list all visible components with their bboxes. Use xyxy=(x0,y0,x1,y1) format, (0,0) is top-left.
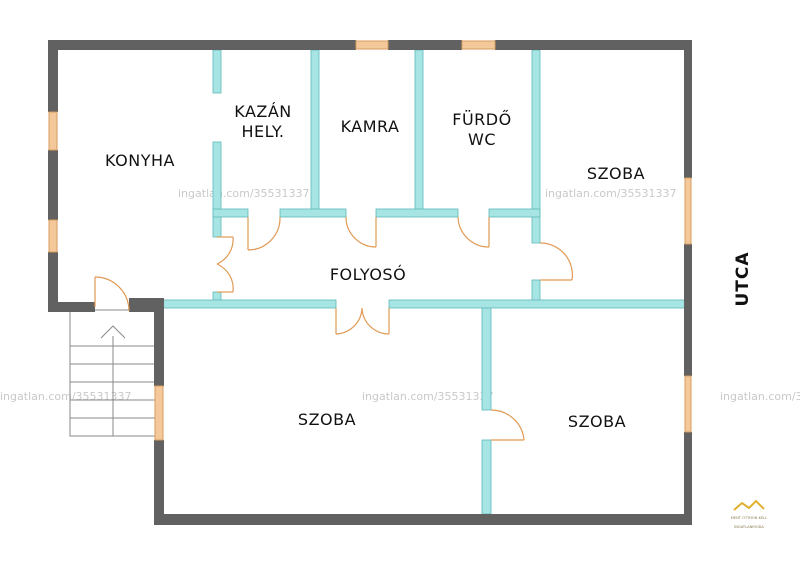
watermark: ingatlan.com/35531337 xyxy=(720,390,800,403)
wall-bedroom-divider-upper xyxy=(481,307,492,411)
wall-west-1 xyxy=(154,298,164,386)
wall-top-1 xyxy=(48,40,356,50)
window-szoba-west xyxy=(154,385,164,441)
wall-kazan-left-upper xyxy=(212,49,222,94)
wall-bedroom-divider-lower xyxy=(481,439,492,515)
room-labels: KONYHA KAZÁN HELY. KAMRA FÜRDŐ WC SZOBA … xyxy=(105,102,645,431)
door-szoba-bottom-right xyxy=(490,409,525,441)
door-kazan xyxy=(247,216,281,251)
wall-right-1 xyxy=(684,40,692,178)
wall-top-2 xyxy=(388,40,462,50)
window-konyha-1 xyxy=(48,111,58,151)
room-label-kamra: KAMRA xyxy=(341,117,400,136)
room-label-folyoso: FOLYOSÓ xyxy=(330,265,406,284)
door-corridor-double xyxy=(335,307,390,335)
wall-corridor-top-3 xyxy=(375,208,459,218)
window-szoba-east-2 xyxy=(684,375,692,433)
wall-west-2 xyxy=(154,440,164,525)
wall-top-3 xyxy=(495,40,692,50)
door-szoba-right-top xyxy=(539,242,573,281)
watermark: ingatlan.com/35531337 xyxy=(178,187,310,200)
doors xyxy=(94,216,573,441)
door-konyha-double xyxy=(216,236,234,293)
window-furdo xyxy=(461,40,496,50)
room-label-szoba-bottom-right: SZOBA xyxy=(568,412,626,431)
wall-bottom xyxy=(154,514,692,525)
room-label-kazan-2: HELY. xyxy=(241,122,284,141)
door-furdo xyxy=(457,216,490,248)
wall-corridor-top-2 xyxy=(279,208,347,218)
room-label-szoba-right-top: SZOBA xyxy=(587,164,645,183)
window-konyha-2 xyxy=(48,219,58,253)
window-szoba-east-1 xyxy=(684,177,692,245)
interior-walls xyxy=(162,49,686,515)
logo-name: MENT OTTHON KELL xyxy=(731,516,768,520)
house-roof-icon xyxy=(733,499,765,511)
watermarks: ingatlan.com/35531337 ingatlan.com/35531… xyxy=(0,187,800,403)
wall-corridor-bottom-left xyxy=(162,299,337,309)
wall-entry-left xyxy=(48,302,95,312)
window-kamra xyxy=(355,40,389,50)
watermark: ingatlan.com/35531337 xyxy=(362,390,494,403)
stair-arrow-icon xyxy=(100,325,126,339)
wall-left-2 xyxy=(48,150,58,220)
logo-subtitle: INGATLANIRODA xyxy=(734,525,764,529)
door-kamra xyxy=(345,216,377,248)
watermark: ingatlan.com/35531337 xyxy=(0,390,132,403)
door-entry xyxy=(94,276,130,312)
wall-kazan-left-lower xyxy=(212,141,222,238)
agency-logo: MENT OTTHON KELL INGATLANIRODA xyxy=(731,499,768,529)
wall-furdo-left xyxy=(414,49,424,217)
watermark: ingatlan.com/35531337 xyxy=(545,187,677,200)
wall-corridor-top-4 xyxy=(488,208,541,218)
wall-corridor-bottom-right xyxy=(388,299,686,309)
wall-left-1 xyxy=(48,40,58,112)
street-label: UTCA xyxy=(733,251,753,306)
room-label-kazan: KAZÁN xyxy=(234,102,292,121)
room-label-konyha: KONYHA xyxy=(105,151,175,170)
wall-right-3 xyxy=(684,432,692,525)
room-label-wc: WC xyxy=(468,130,496,149)
wall-right-2 xyxy=(684,244,692,376)
wall-corridor-top-1 xyxy=(212,208,249,218)
room-label-furdo: FÜRDŐ xyxy=(452,109,511,129)
wall-left-3 xyxy=(48,252,58,312)
stairs xyxy=(69,309,157,437)
outer-walls xyxy=(48,40,692,525)
windows xyxy=(48,40,692,441)
wall-kamra-left xyxy=(310,49,320,217)
room-label-szoba-bottom-left: SZOBA xyxy=(298,410,356,429)
